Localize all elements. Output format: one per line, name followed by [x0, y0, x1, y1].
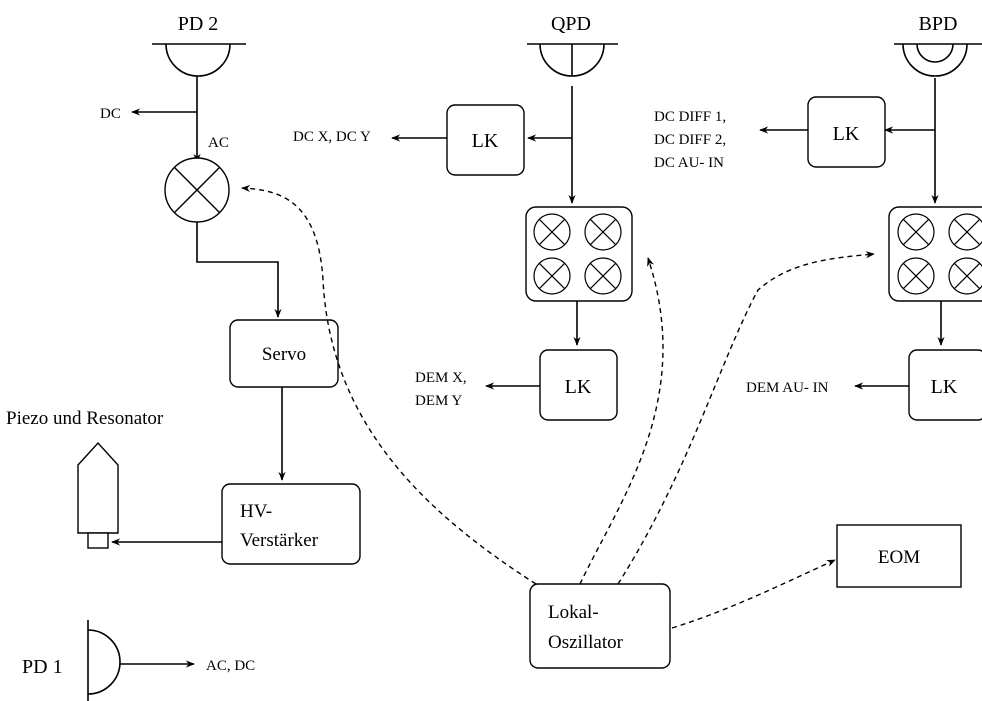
pd2-ac-label: AC	[208, 135, 229, 151]
qpd-dc-label: DC X, DC Y	[293, 129, 371, 145]
piezo-label: Piezo und Resonator	[6, 408, 164, 429]
bpd-dc-line-2: DC DIFF 2,	[654, 132, 726, 148]
servo-label: Servo	[262, 344, 306, 365]
bpd-dc-line-1: DC DIFF 1,	[654, 109, 726, 125]
qpd-mixer-quad	[525, 206, 633, 302]
pd2-label: PD 2	[178, 13, 219, 35]
servo-block: Servo	[229, 319, 339, 388]
bpd-label: BPD	[919, 13, 958, 35]
bpd-lk-dem-block: LK	[908, 349, 982, 421]
lo-to-pd2-mixer-dashed	[241, 184, 537, 585]
qpd-dem-line-1: DEM X,	[415, 370, 467, 386]
pd1-label: PD 1	[22, 656, 63, 678]
bpd-mixer-quad	[888, 206, 982, 302]
lo-label-line-1: Lokal-	[548, 602, 599, 623]
qpd-lk-dem-label: LK	[565, 376, 592, 398]
hv-label-line-2: Verstärker	[240, 530, 319, 551]
eom-block: EOM	[836, 524, 962, 588]
bpd-dem-label: DEM AU- IN	[746, 380, 829, 396]
piezo-resonator-icon	[77, 441, 119, 549]
qpd-lk-dc-block: LK	[446, 104, 525, 176]
hv-label-line-1: HV-	[240, 501, 272, 522]
pd1-photodiode-icon	[87, 620, 121, 701]
lo-label-line-2: Oszillator	[548, 632, 624, 653]
lo-to-eom-dashed	[671, 559, 836, 629]
hv-amplifier-block: HV- Verstärker	[221, 483, 361, 565]
bpd-lk-dem-label: LK	[931, 376, 958, 398]
pd1-output-label: AC, DC	[206, 658, 255, 674]
qpd-label: QPD	[551, 13, 591, 35]
pd2-photodiode-icon	[152, 43, 246, 77]
local-oscillator-block: Lokal- Oszillator	[529, 583, 671, 669]
pd2-mixer-icon	[164, 157, 230, 223]
bpd-lk-dc-label: LK	[833, 123, 860, 145]
qpd-photodiode-icon	[527, 43, 618, 77]
bpd-lk-dc-block: LK	[807, 96, 886, 168]
qpd-dem-line-2: DEM Y	[415, 393, 463, 409]
qpd-lk-dem-block: LK	[539, 349, 618, 421]
pd2-dc-label: DC	[100, 106, 121, 122]
lo-to-bpd-mixer-dashed	[617, 251, 875, 585]
qpd-lk-dc-label: LK	[472, 130, 499, 152]
bpd-photodiode-icon	[894, 43, 982, 77]
bpd-dc-line-3: DC AU- IN	[654, 155, 724, 171]
mixer-to-servo-line	[196, 222, 282, 318]
eom-label: EOM	[878, 547, 920, 568]
lo-to-qpd-mixer-dashed	[579, 257, 664, 585]
